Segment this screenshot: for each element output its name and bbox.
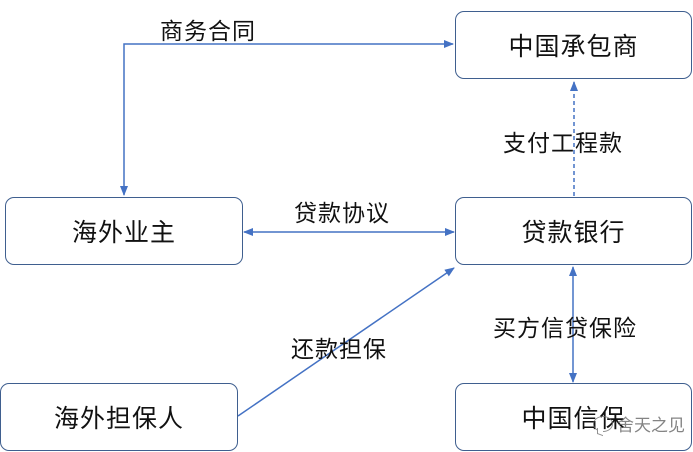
node-china-contractor: 中国承包商 xyxy=(455,11,692,79)
edge-repayment-guarantee xyxy=(237,267,455,417)
label-commercial-contract: 商务合同 xyxy=(160,19,256,45)
node-overseas-guarantor: 海外担保人 xyxy=(0,383,238,451)
label-loan-agreement: 贷款协议 xyxy=(294,201,390,227)
label-buyer-credit-insurance: 买方信贷保险 xyxy=(493,316,637,342)
chat-bubble-icon xyxy=(593,415,613,432)
node-overseas-owner: 海外业主 xyxy=(5,197,243,265)
watermark-text: 舍天之见 xyxy=(617,416,685,436)
node-china-contractor-label: 中国承包商 xyxy=(508,32,639,61)
node-overseas-guarantor-label: 海外担保人 xyxy=(53,404,184,433)
edge-commercial-contract xyxy=(120,40,454,196)
label-pay-project-funds: 支付工程款 xyxy=(503,131,623,157)
node-lending-bank-label: 贷款银行 xyxy=(521,218,626,247)
label-repayment-guarantee: 还款担保 xyxy=(291,337,387,363)
watermark: 舍天之见 xyxy=(593,411,685,436)
node-sinosure: 中国信保 xyxy=(455,383,692,451)
node-lending-bank: 贷款银行 xyxy=(455,197,692,265)
node-overseas-owner-label: 海外业主 xyxy=(71,218,176,247)
